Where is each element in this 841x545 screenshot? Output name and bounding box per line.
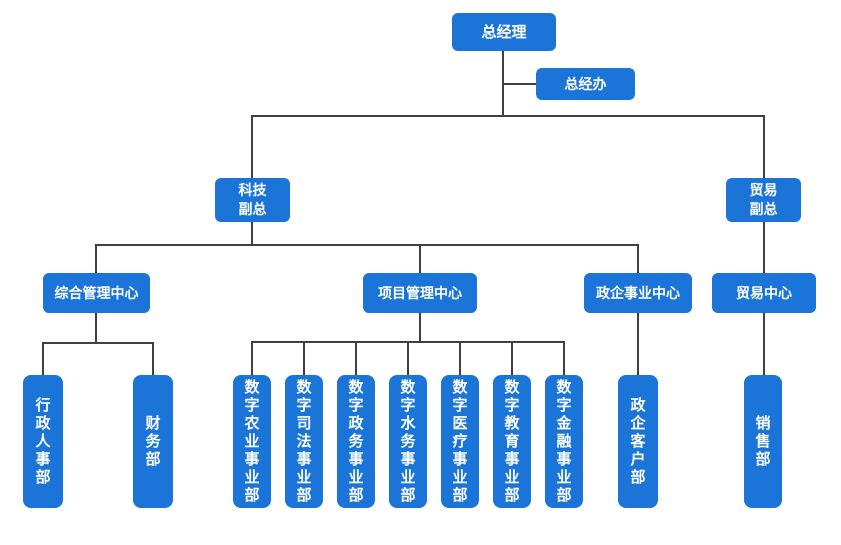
connector-gm-office: [503, 83, 537, 85]
drop-hr-dept: [42, 342, 44, 375]
drop-digital-water: [407, 341, 409, 375]
node-digital-finance-dept[interactable]: 数 字 金 融 事 业 部: [545, 375, 583, 508]
bus-admin-depts: [42, 342, 154, 344]
bus-level-2: [251, 115, 765, 117]
drop-finance-dept: [152, 342, 154, 375]
drop-digital-gov-affairs: [355, 341, 357, 375]
drop-digital-education: [511, 341, 513, 375]
connector-admin-center-down: [95, 313, 97, 344]
node-trade-vp[interactable]: 贸易 副总: [726, 178, 801, 222]
node-trade-center[interactable]: 贸易中心: [712, 273, 816, 313]
node-hr-dept[interactable]: 行 政 人 事 部: [23, 375, 63, 508]
drop-gov-center: [637, 244, 639, 273]
node-digital-gov-affairs-dept[interactable]: 数 字 政 务 事 业 部: [337, 375, 375, 508]
connector-trade-vp-trade-center: [763, 222, 765, 273]
connector-tech-vp-down: [251, 222, 253, 246]
connector-project-center-down: [419, 313, 421, 343]
drop-digital-medical: [459, 341, 461, 375]
node-digital-agriculture-dept[interactable]: 数 字 农 业 事 业 部: [233, 375, 271, 508]
node-gov-center[interactable]: 政企事业中心: [584, 273, 692, 313]
node-admin-center[interactable]: 综合管理中心: [43, 273, 150, 313]
connector-gov-center-gov-customer: [637, 313, 639, 375]
node-project-center[interactable]: 项目管理中心: [363, 273, 477, 313]
drop-admin-center: [95, 244, 97, 273]
node-sales-dept[interactable]: 销 售 部: [744, 375, 782, 508]
drop-tech-vp: [251, 115, 253, 178]
drop-trade-vp: [763, 115, 765, 178]
bus-tech-centers: [95, 244, 639, 246]
drop-digital-justice: [303, 341, 305, 375]
node-gm-office[interactable]: 总经办: [536, 68, 635, 100]
connector-trade-center-sales: [763, 313, 765, 375]
drop-digital-finance: [563, 341, 565, 375]
node-digital-justice-dept[interactable]: 数 字 司 法 事 业 部: [285, 375, 323, 508]
node-digital-medical-dept[interactable]: 数 字 医 疗 事 业 部: [441, 375, 479, 508]
node-digital-water-dept[interactable]: 数 字 水 务 事 业 部: [389, 375, 427, 508]
node-digital-education-dept[interactable]: 数 字 教 育 事 业 部: [493, 375, 531, 508]
node-general-manager[interactable]: 总经理: [452, 13, 556, 51]
drop-digital-agriculture: [251, 341, 253, 375]
node-finance-dept[interactable]: 财 务 部: [133, 375, 173, 508]
drop-project-center: [419, 244, 421, 273]
node-gov-customer-dept[interactable]: 政 企 客 户 部: [618, 375, 658, 508]
node-tech-vp[interactable]: 科技 副总: [215, 178, 290, 222]
